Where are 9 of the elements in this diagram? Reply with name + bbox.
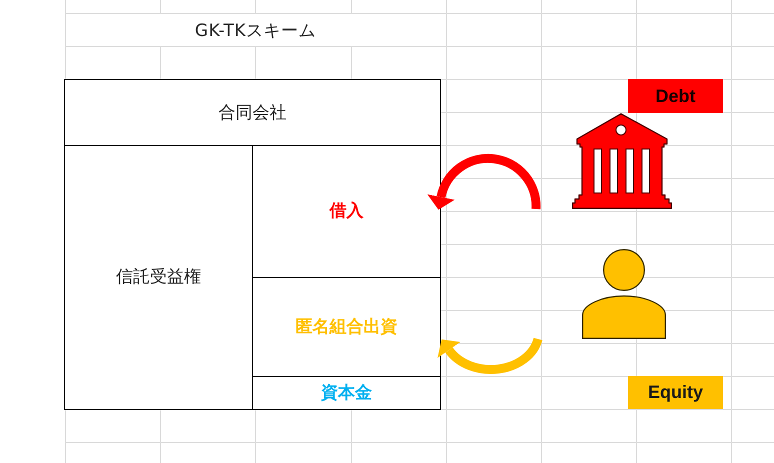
heading-text: 合同会社 [218, 102, 286, 124]
bank-icon [572, 113, 672, 209]
diagram-title: GK-TKスキーム [194, 20, 316, 42]
curved-arrow [438, 338, 542, 374]
curved-arrow [427, 154, 540, 210]
balance-sheet-frame [64, 79, 441, 410]
person-icon [582, 249, 666, 339]
category-tag: Equity [628, 376, 723, 409]
category-tag: Debt [628, 79, 723, 113]
